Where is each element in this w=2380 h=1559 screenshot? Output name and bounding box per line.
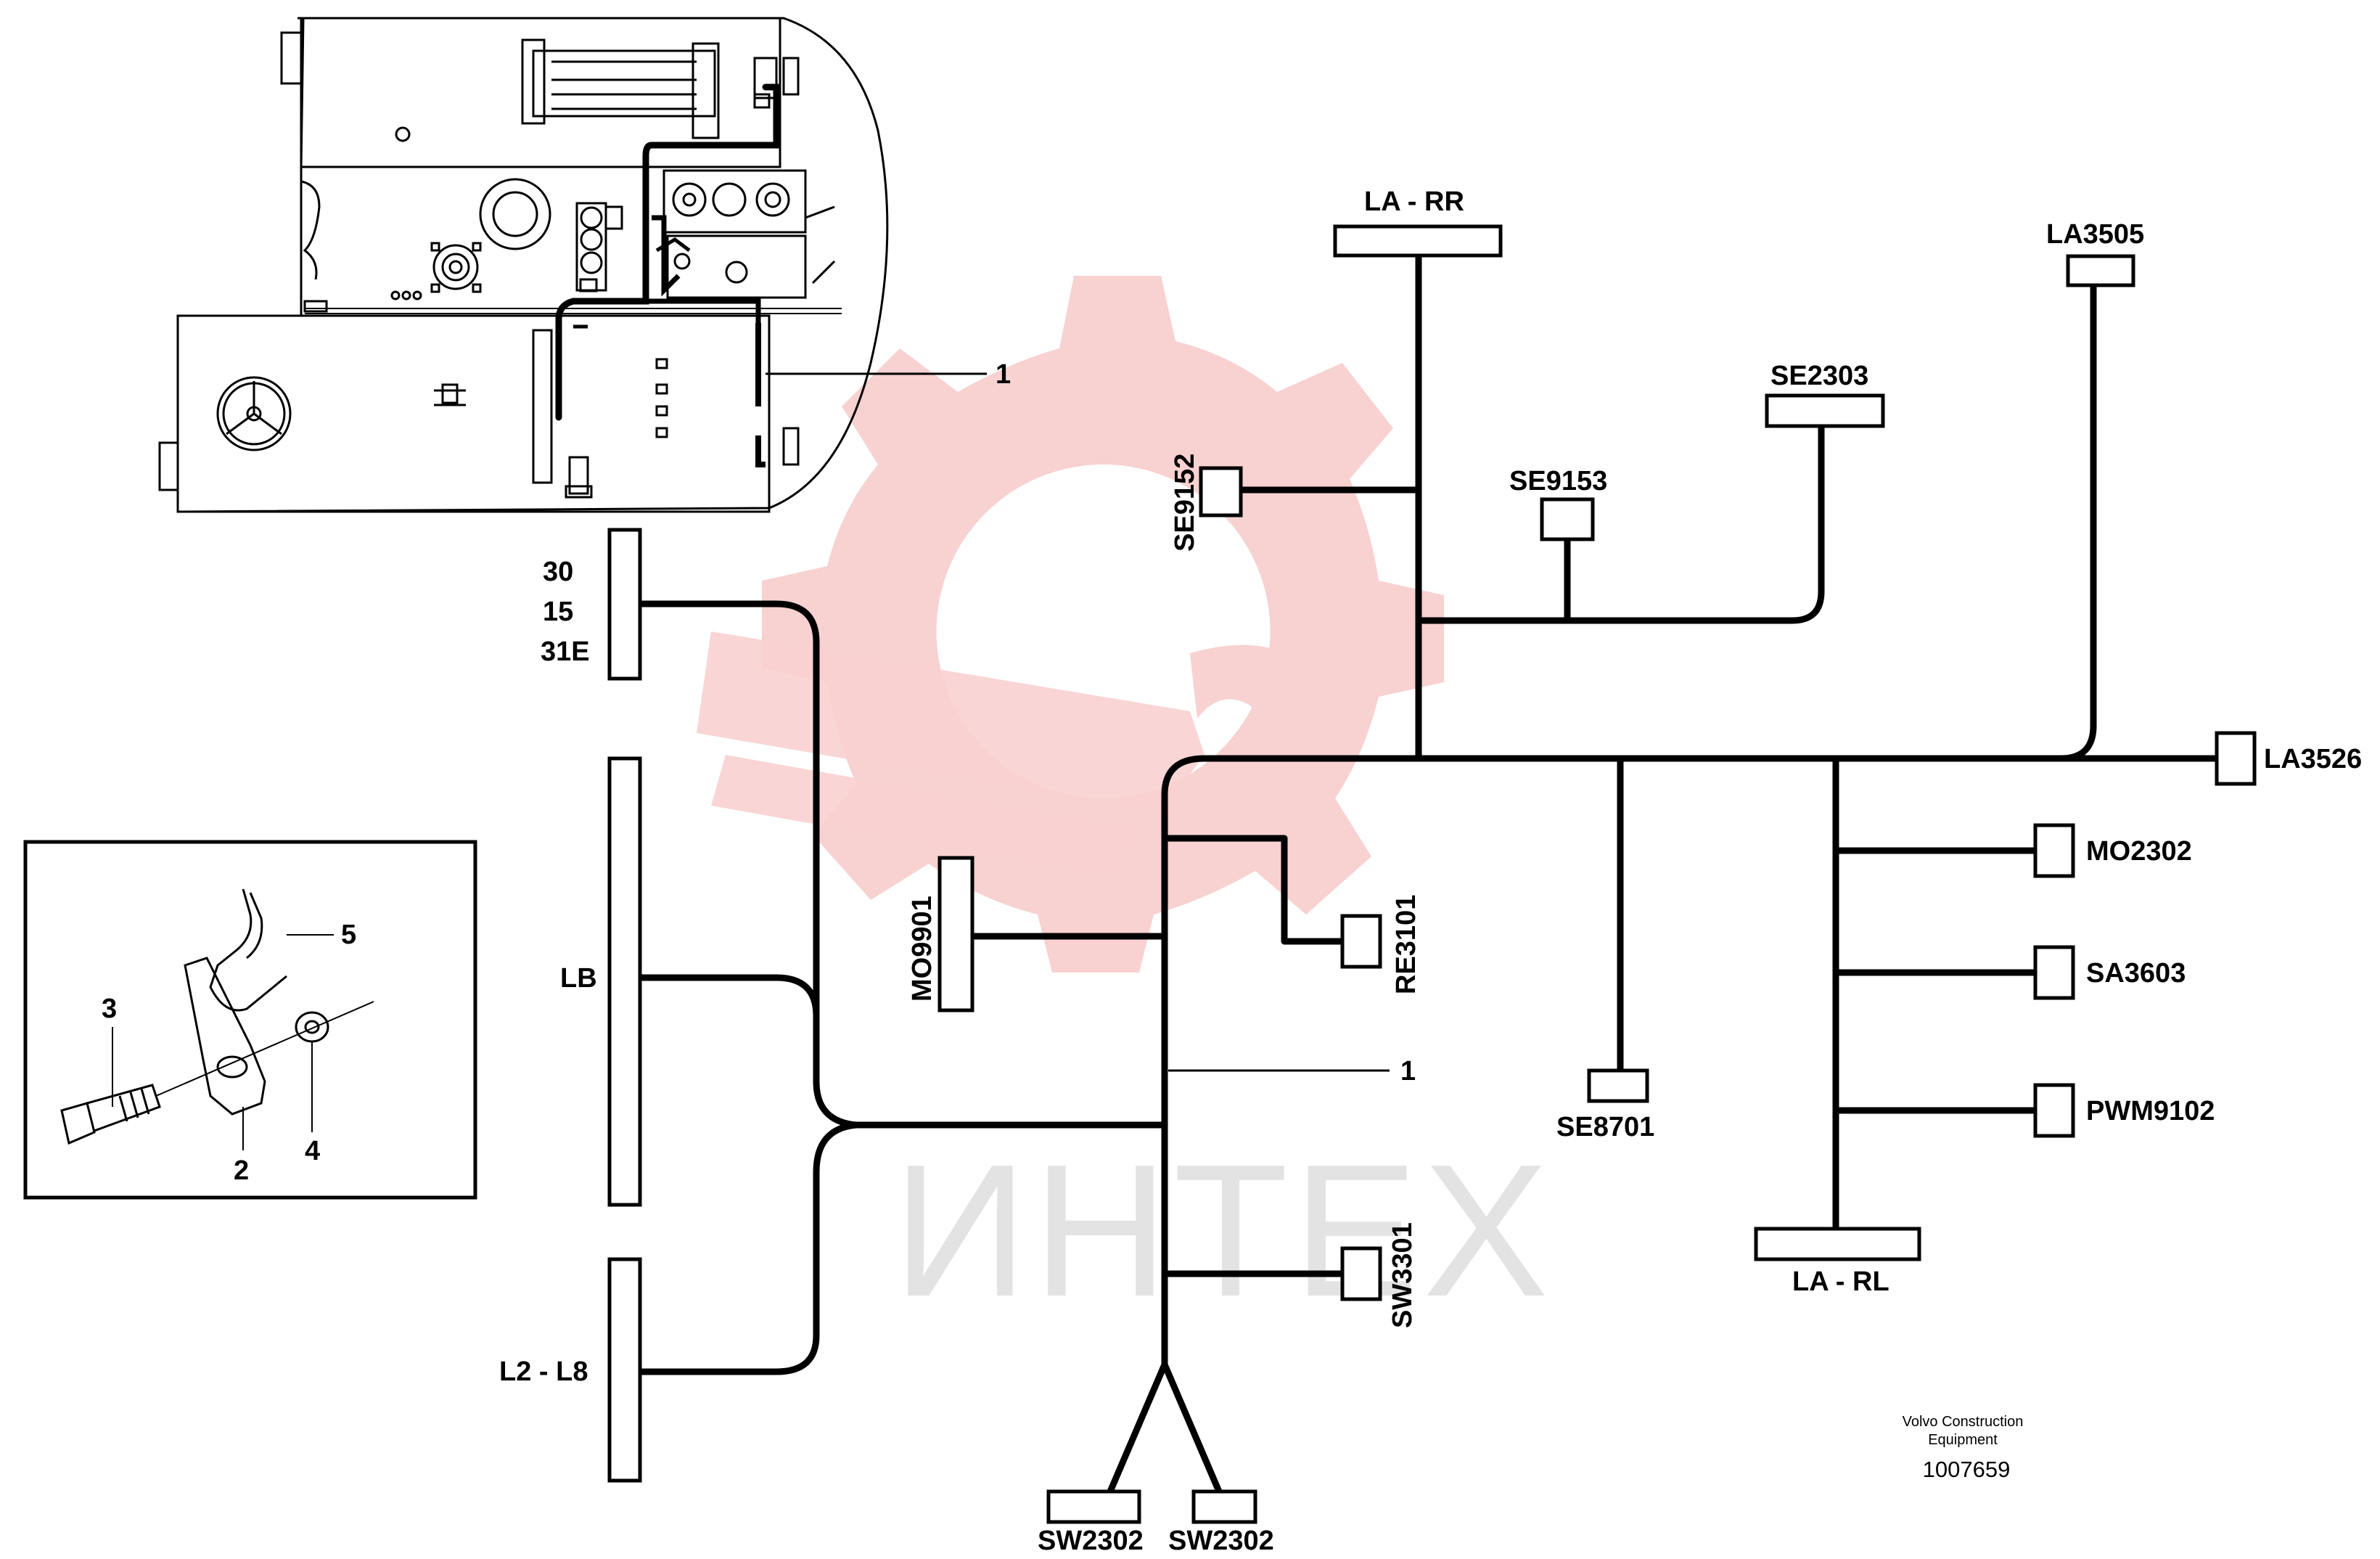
connector-sw3301	[1340, 1246, 1382, 1301]
footer-maker-line1: Volvo Construction	[1903, 1414, 2024, 1430]
label-se9153: SE9153	[1509, 466, 1607, 496]
diagram-callout-number: 1	[1400, 1056, 1416, 1087]
label-mo9901: MO9901	[907, 896, 937, 1002]
label-pin-15: 15	[543, 597, 573, 627]
label-sw3301: SW3301	[1387, 1222, 1418, 1328]
footer-maker-line2: Equipment	[1928, 1432, 1998, 1448]
detail-callout-3: 3	[102, 994, 117, 1024]
connector-sw2302-a	[1046, 1489, 1141, 1524]
label-se9152: SE9152	[1170, 454, 1200, 552]
connector-30-15-31e	[607, 528, 642, 681]
label-mo2302: MO2302	[2086, 836, 2192, 867]
connector-la-rr	[1333, 224, 1503, 258]
label-re3101: RE3101	[1391, 895, 1421, 994]
label-la3505: LA3505	[2046, 219, 2144, 250]
footer-code: 1007659	[1923, 1457, 2011, 1482]
label-la-rr: LA - RR	[1364, 187, 1464, 217]
connector-la-rl	[1754, 1227, 1921, 1261]
connector-se9153	[1540, 497, 1595, 541]
connector-mo2302	[2033, 823, 2075, 878]
connector-l2-l8	[607, 1257, 642, 1483]
footer: Volvo Construction Equipment 1007659	[1903, 1414, 2024, 1482]
connector-sa3603	[2033, 945, 2075, 1000]
label-sw2302-a: SW2302	[1038, 1526, 1144, 1556]
connector-se8701	[1587, 1068, 1649, 1103]
watermark-logo	[697, 276, 1444, 973]
watermark-text: ИНТЕХ	[892, 1126, 1553, 1336]
label-se8701: SE8701	[1556, 1112, 1654, 1142]
connector-mo9901	[937, 856, 974, 1012]
detail-callout-5: 5	[341, 920, 356, 950]
label-pin-30: 30	[543, 557, 573, 587]
connector-pwm9102	[2033, 1083, 2075, 1138]
label-l2-l8: L2 - L8	[499, 1357, 588, 1387]
machine-illustration	[158, 17, 889, 513]
label-pwm9102: PWM9102	[2086, 1096, 2215, 1126]
label-sa3603: SA3603	[2086, 958, 2186, 989]
detail-callout-2: 2	[234, 1155, 249, 1186]
connector-la3505	[2066, 254, 2135, 287]
detail-callout-4: 4	[305, 1136, 320, 1166]
connector-sw2302-b	[1191, 1489, 1257, 1524]
harness-wires	[635, 250, 2220, 1495]
connector-re3101	[1340, 914, 1382, 969]
connector-labels: 30 15 31E LB L2 - L8 LA - RR LA3505 SE23…	[499, 187, 2362, 1556]
machine-callout-number: 1	[996, 359, 1011, 390]
detail-box: 5 3 2 4	[23, 840, 477, 1200]
label-pin-31e: 31E	[541, 637, 590, 667]
connector-se9152	[1199, 466, 1243, 517]
label-sw2302-b: SW2302	[1168, 1526, 1274, 1556]
connector-la3526	[2215, 731, 2257, 786]
connector-lb	[607, 756, 642, 1207]
connector-boxes	[607, 224, 2257, 1524]
label-lb: LB	[560, 963, 597, 994]
label-la-rl: LA - RL	[1792, 1267, 1889, 1297]
connector-se2303	[1765, 393, 1885, 428]
label-se2303: SE2303	[1770, 361, 1868, 391]
label-la3526: LA3526	[2264, 744, 2362, 774]
